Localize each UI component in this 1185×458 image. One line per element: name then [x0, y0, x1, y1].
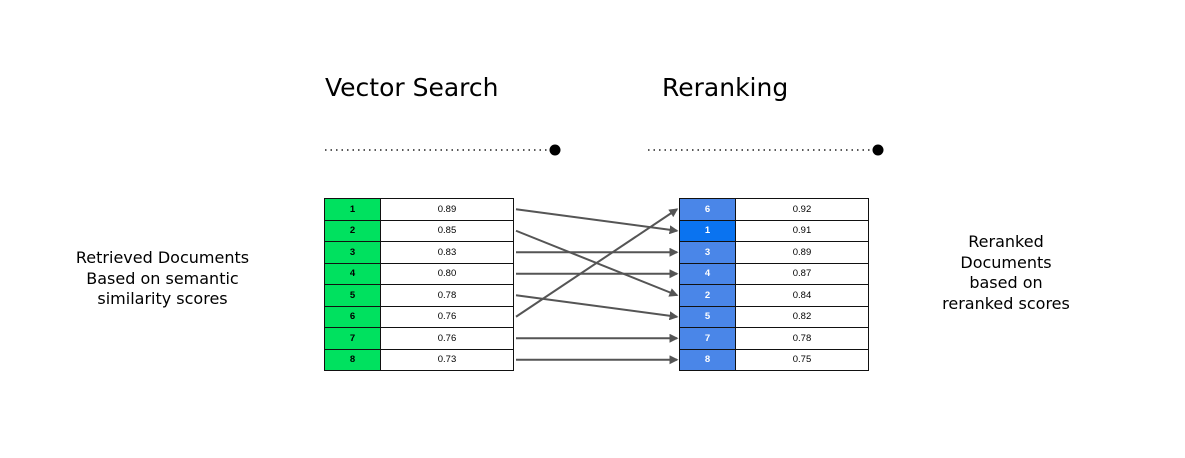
doc-id: 2 [679, 284, 736, 307]
retrieved-documents-label: Retrieved Documents Based on semantic si… [75, 248, 250, 308]
vector-search-timeline [325, 144, 561, 156]
doc-id: 8 [679, 348, 736, 371]
doc-id: 7 [679, 327, 736, 350]
timeline-endpoint-dot [872, 144, 884, 156]
rerank-arrow [515, 208, 679, 235]
vector-search-title: Vector Search [325, 73, 499, 102]
doc-id: 5 [324, 284, 381, 307]
reranked-documents-label: Reranked Documents based on reranked sco… [942, 232, 1070, 313]
doc-id: 6 [679, 198, 736, 221]
doc-id: 6 [324, 305, 381, 328]
rerank-arrow [515, 208, 679, 318]
reorder-arrows [515, 208, 679, 365]
doc-id: 1 [679, 219, 736, 242]
timeline-endpoint-dot [549, 144, 561, 156]
doc-id: 4 [679, 262, 736, 285]
doc-id: 2 [324, 219, 381, 242]
rerank-arrow [515, 294, 679, 321]
reranking-title: Reranking [662, 73, 789, 102]
doc-id: 4 [324, 262, 381, 285]
reranking-timeline [648, 144, 884, 156]
similarity-score: 0.73 [380, 348, 514, 371]
doc-id: 8 [324, 348, 381, 371]
doc-id: 7 [324, 327, 381, 350]
rerank-score: 0.75 [735, 348, 869, 371]
